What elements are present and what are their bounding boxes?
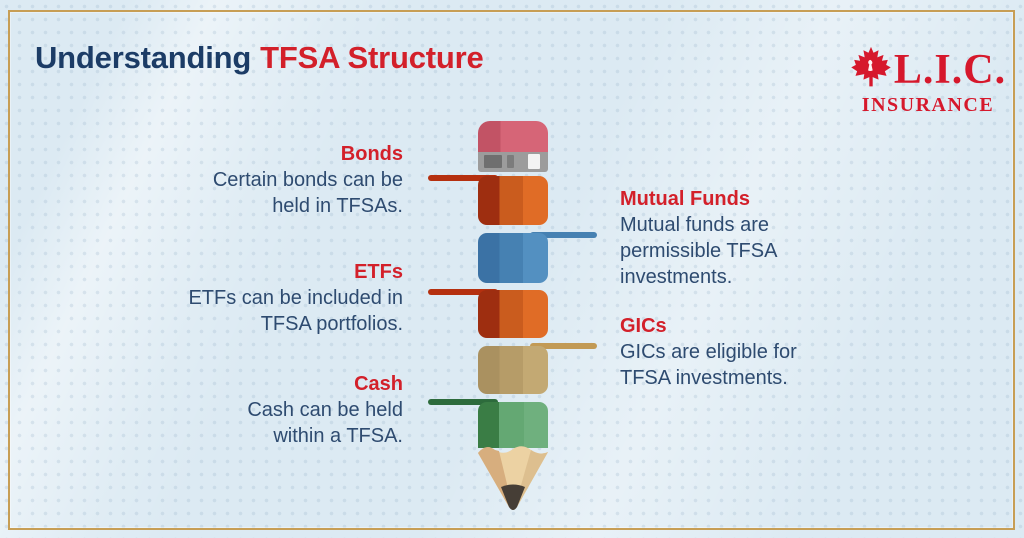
bonds-label-block: Bonds Certain bonds can be held in TFSAs… bbox=[188, 141, 403, 219]
cash-connector-line bbox=[428, 399, 498, 405]
mutual-funds-connector-line bbox=[530, 232, 597, 238]
etfs-label-block: ETFs ETFs can be included in TFSA portfo… bbox=[173, 259, 403, 337]
maple-leaf-icon bbox=[850, 44, 892, 95]
title-prefix: Understanding bbox=[35, 40, 252, 75]
pencil-segment-mutual-funds bbox=[478, 233, 548, 283]
pencil-segment-gics bbox=[478, 346, 548, 394]
logo-brand-text: L.I.C. bbox=[893, 46, 1007, 93]
title-highlight: TFSA Structure bbox=[260, 40, 484, 75]
ferrule-band-dark-small bbox=[507, 155, 514, 168]
ferrule-band-highlight bbox=[528, 154, 540, 169]
lic-insurance-logo: L.I.C. INSURANCE bbox=[850, 44, 1006, 117]
pencil-graphite-tip bbox=[501, 484, 525, 510]
gics-connector-line bbox=[530, 343, 597, 349]
gics-label-block: GICs GICs are eligible for TFSA investme… bbox=[620, 313, 820, 391]
pencil-wood-tip bbox=[477, 441, 549, 513]
pencil-ferrule bbox=[478, 152, 548, 172]
etfs-connector-line bbox=[428, 289, 498, 295]
logo-tagline-text: INSURANCE bbox=[861, 94, 995, 116]
etfs-heading: ETFs bbox=[354, 261, 403, 283]
bonds-description: Certain bonds can be held in TFSAs. bbox=[212, 169, 403, 217]
cash-heading: Cash bbox=[354, 373, 403, 395]
mutual-funds-description: Mutual funds are permissible TFSA invest… bbox=[620, 214, 777, 288]
pencil-segment-etfs bbox=[478, 290, 548, 338]
bonds-connector-line bbox=[428, 175, 498, 181]
ferrule-band-dark bbox=[484, 155, 502, 168]
cash-description: Cash can be held within a TFSA. bbox=[247, 399, 403, 447]
etfs-description: ETFs can be included in TFSA portfolios. bbox=[188, 287, 403, 335]
mutual-funds-heading: Mutual Funds bbox=[620, 188, 750, 210]
mutual-funds-label-block: Mutual Funds Mutual funds are permissibl… bbox=[620, 186, 795, 290]
bonds-heading: Bonds bbox=[340, 143, 403, 165]
gics-heading: GICs bbox=[620, 315, 667, 337]
cash-label-block: Cash Cash can be held within a TFSA. bbox=[233, 371, 403, 449]
pencil-segment-bonds bbox=[478, 176, 548, 225]
gics-description: GICs are eligible for TFSA investments. bbox=[620, 341, 797, 389]
pencil-eraser bbox=[478, 121, 548, 152]
pencil-segment-cash bbox=[478, 402, 548, 448]
